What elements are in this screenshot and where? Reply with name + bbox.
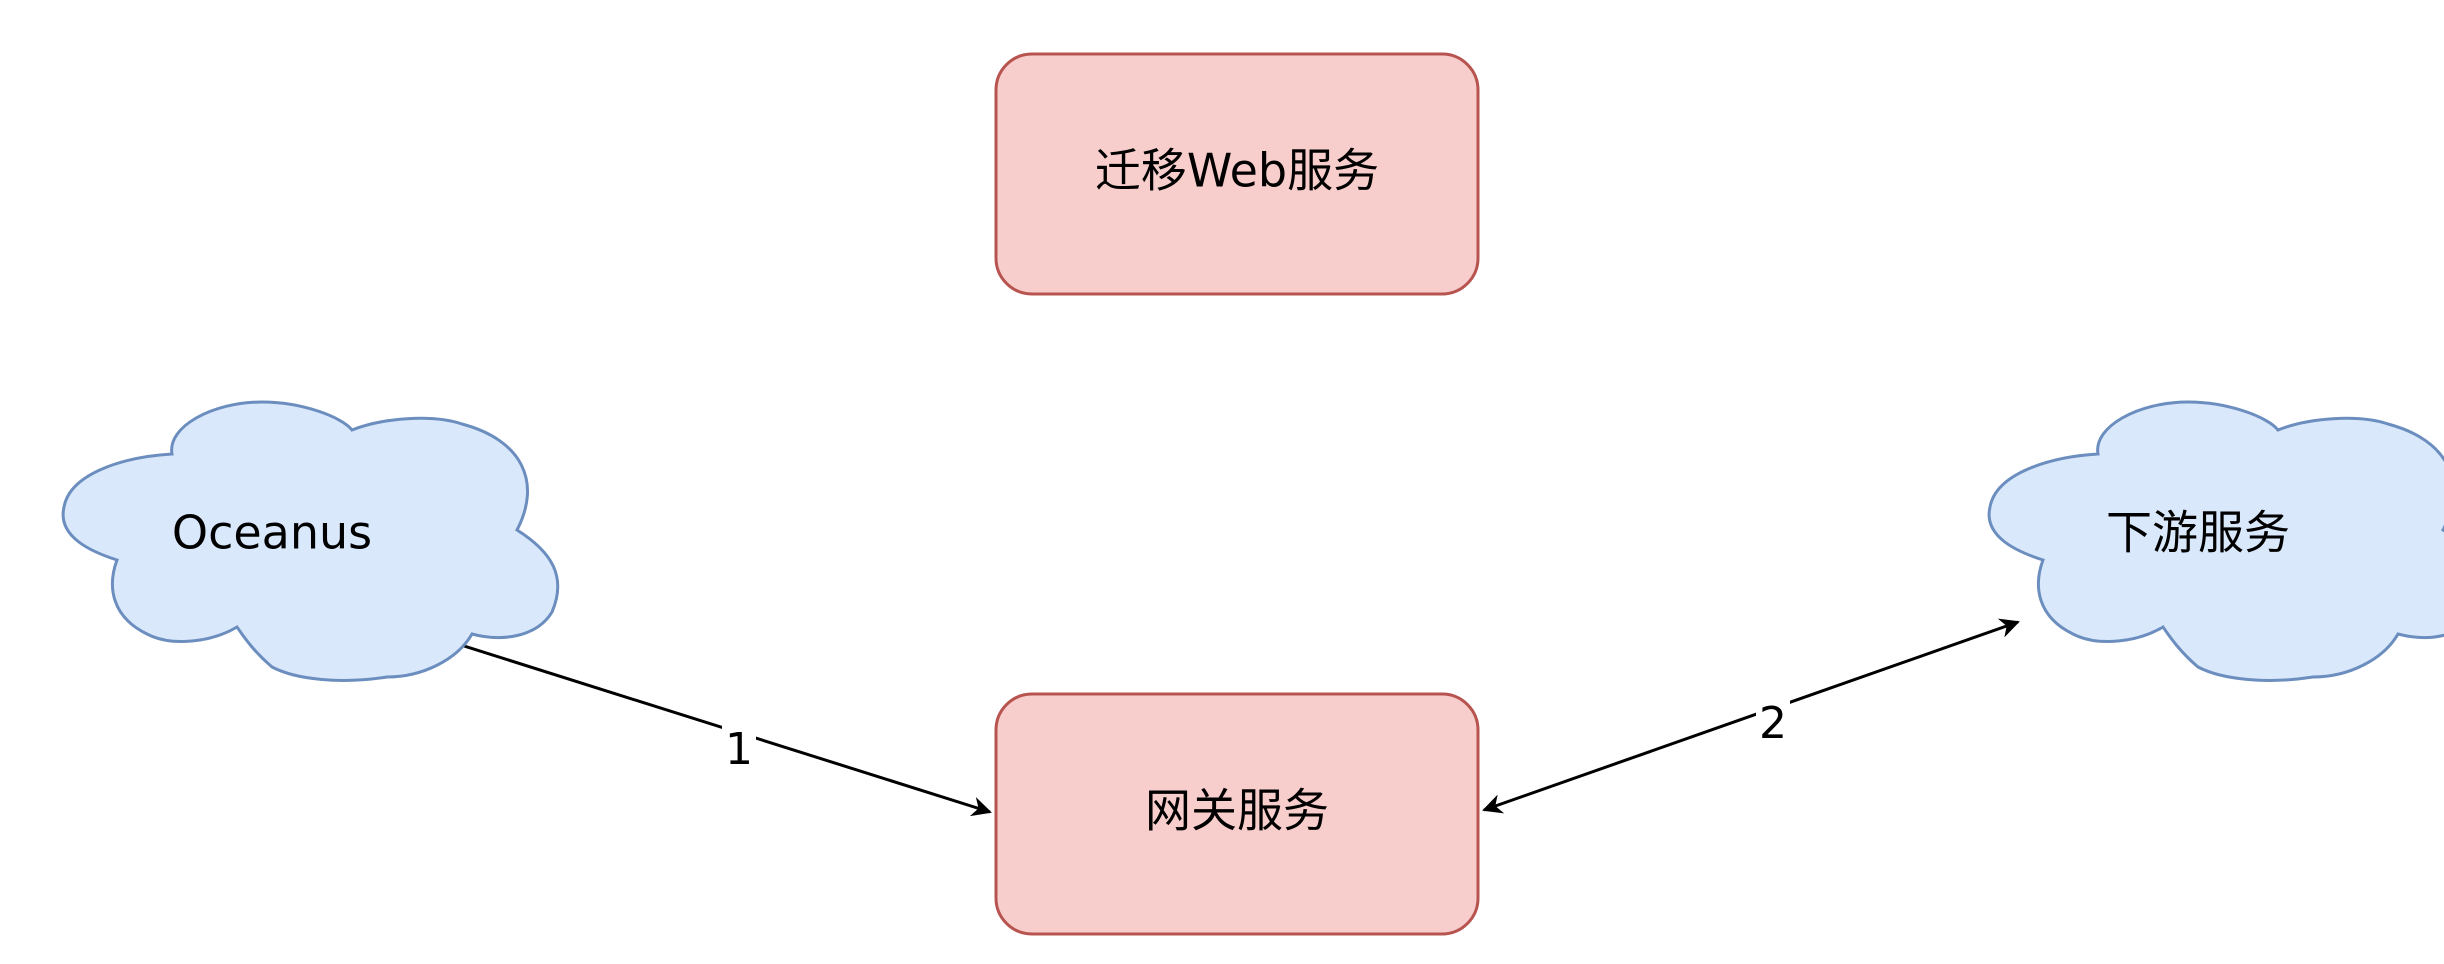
node-web-service-box [994, 52, 1480, 296]
node-gateway-box [994, 692, 1480, 936]
node-web-service: 迁移Web服务 [994, 52, 1480, 296]
node-downstream-label: 下游服务 [2106, 506, 2290, 560]
edge-label-bg-1 [722, 722, 756, 774]
node-oceanus-label: Oceanus [172, 506, 372, 560]
edge-oceanus-gateway: 1 [424, 629, 992, 817]
edge-label-1: 1 [725, 724, 753, 775]
node-oceanus: Oceanus [61, 400, 560, 682]
edge-label-2: 2 [1759, 698, 1787, 749]
node-downstream: 下游服务 [1987, 400, 2444, 682]
node-downstream-cloud [1987, 400, 2444, 682]
node-gateway-label: 网关服务 [1145, 784, 1329, 838]
node-web-service-label: 迁移Web服务 [1095, 144, 1379, 198]
node-oceanus-cloud [61, 400, 560, 682]
edge-line-1 [424, 629, 992, 817]
edge-line-2 [1482, 618, 2020, 814]
node-gateway: 网关服务 [994, 692, 1480, 936]
edge-gateway-downstream: 2 [1482, 618, 2020, 814]
edge-label-bg-2 [1756, 696, 1790, 748]
